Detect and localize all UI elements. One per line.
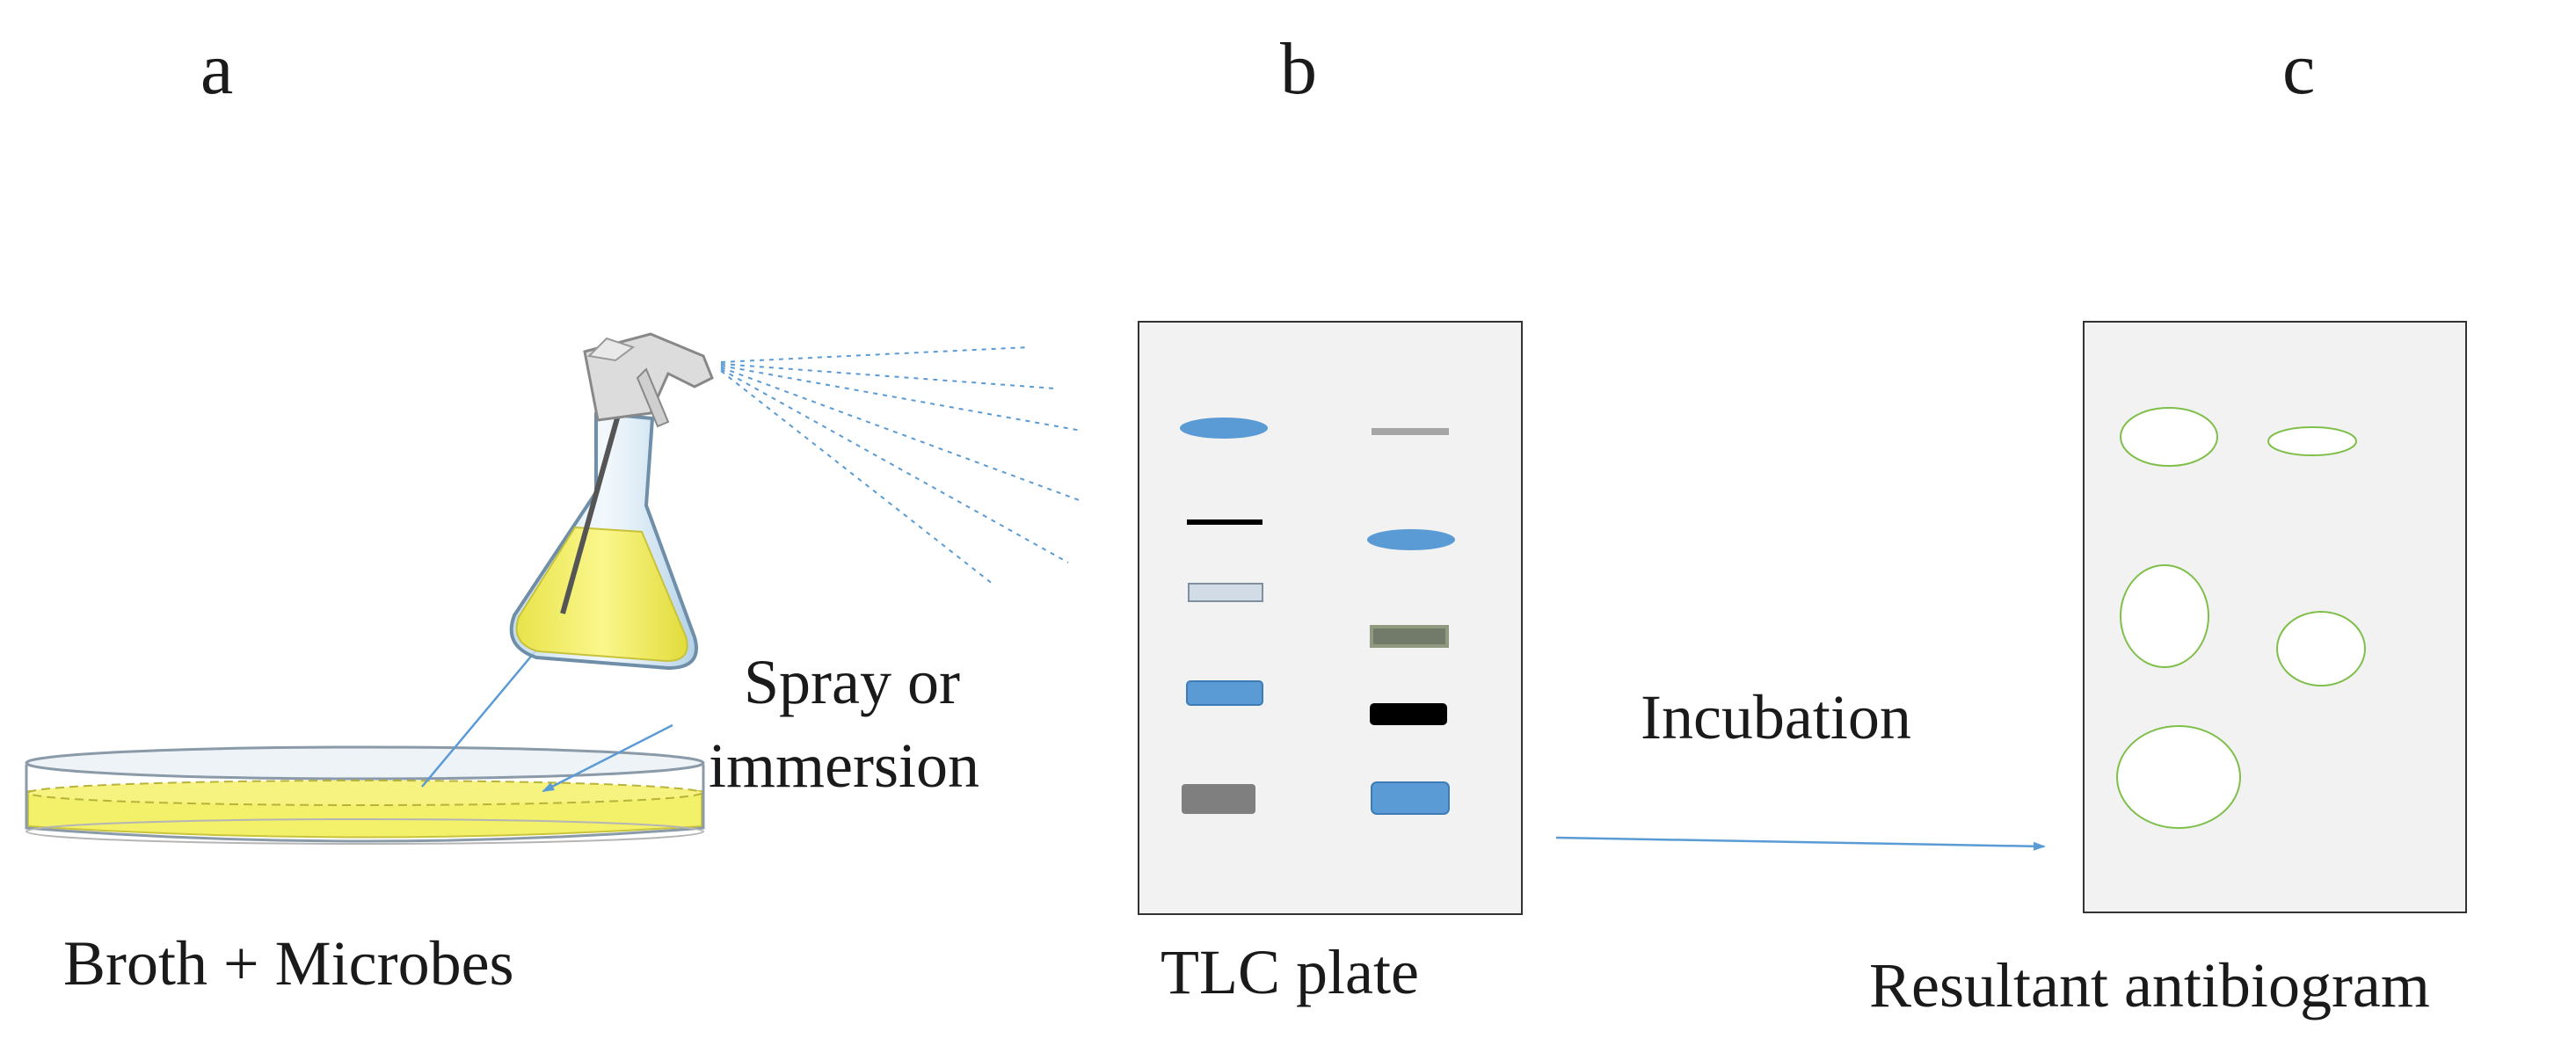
- inhibition-zone: [2267, 426, 2357, 456]
- spot: [1187, 519, 1263, 525]
- inhibition-zone: [2120, 407, 2218, 467]
- incubation-label: Incubation: [1641, 682, 1911, 752]
- panel-letter-c: c: [2282, 28, 2316, 110]
- antibiogram-plate: [2083, 321, 2467, 913]
- panel-letter-b: b: [1280, 28, 1317, 110]
- inhibition-zone: [2276, 611, 2366, 686]
- arrow-to-broth: [542, 723, 673, 793]
- spot: [1180, 418, 1268, 439]
- arrow-incubation: [1555, 836, 2046, 851]
- spot: [1188, 583, 1263, 602]
- caption-c: Resultant antibiogram: [1869, 950, 2430, 1021]
- tlc-plate: [1138, 321, 1523, 915]
- petri-dish-icon: [25, 745, 705, 845]
- spray-bottle-icon: [509, 332, 714, 670]
- spot: [1186, 680, 1263, 706]
- spot: [1370, 625, 1449, 648]
- spray-label-line2: immersion: [709, 730, 979, 801]
- spot: [1367, 529, 1455, 550]
- panel-letter-a: a: [200, 28, 234, 110]
- caption-b: TLC plate: [1161, 937, 1419, 1007]
- caption-a: Broth + Microbes: [63, 928, 514, 999]
- inhibition-zone: [2116, 725, 2241, 829]
- spot: [1371, 781, 1450, 815]
- spot: [1182, 784, 1255, 814]
- spray-mist: [720, 346, 1082, 585]
- spot: [1370, 703, 1447, 725]
- spray-label-line1: Spray or: [744, 647, 960, 717]
- spot: [1372, 428, 1449, 435]
- inhibition-zone: [2120, 564, 2209, 668]
- arrow-broth-to-bottle: [421, 640, 545, 788]
